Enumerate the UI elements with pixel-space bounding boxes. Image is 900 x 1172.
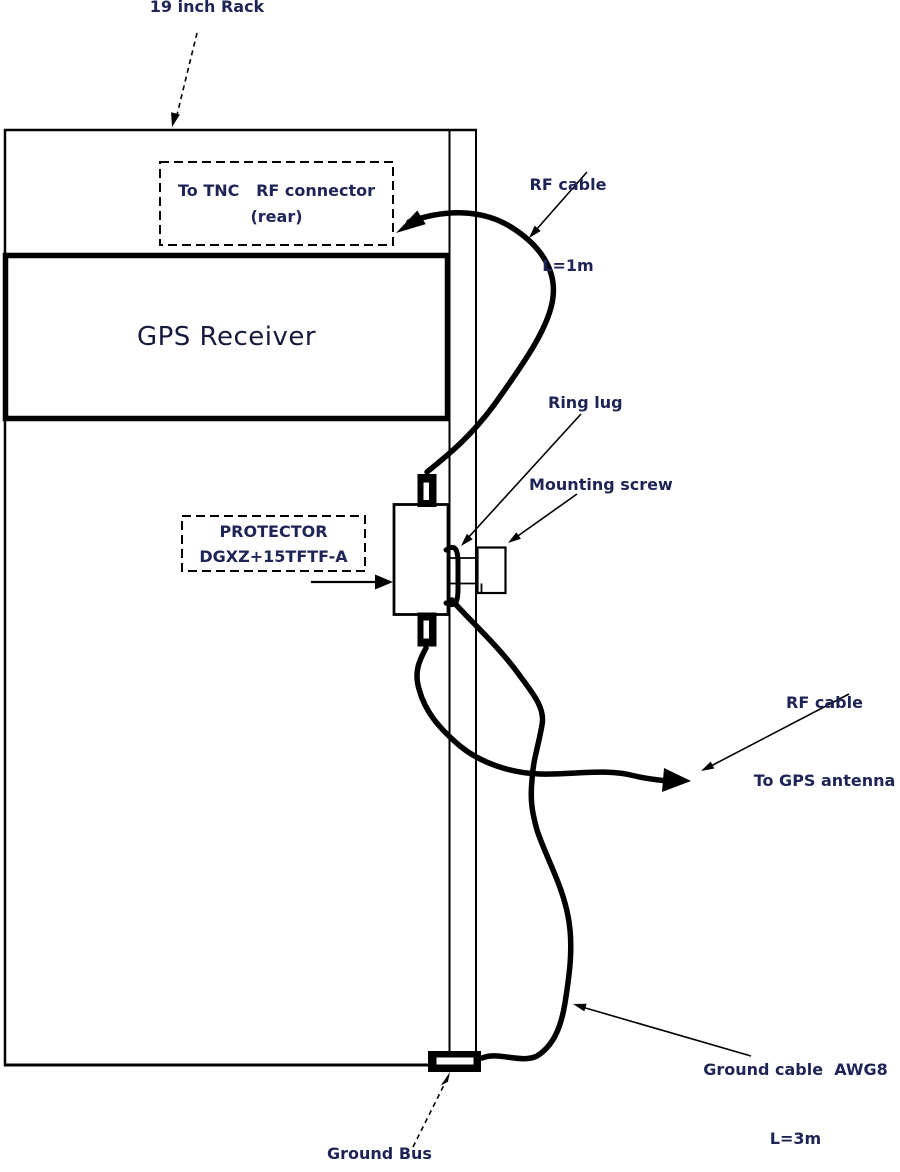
ground-cable-leader-line: [581, 1006, 752, 1057]
tnc-note-label: To TNC RF connector (rear): [160, 162, 393, 245]
rf-cable-2-leader-line: [708, 693, 850, 768]
rf-cable-1-label-line2: L=1m: [542, 256, 594, 275]
protector-note-line2: DGXZ+15TFTF-A: [199, 546, 348, 566]
ground-bus-leader-line: [412, 1078, 448, 1148]
gps-receiver-label: GPS Receiver: [136, 322, 317, 352]
protector-top-port-slot: [423, 482, 429, 500]
mounting-screw-leader-arrowhead: [508, 532, 521, 543]
ground-cable-leader-arrowhead: [573, 1003, 587, 1012]
rf-cable-2-label: RF cable To GPS antenna: [744, 638, 900, 846]
ground-cable-label-line2: L=3m: [769, 1129, 822, 1148]
rack-leader-arrowhead: [171, 112, 180, 127]
rack-leader-line: [175, 32, 198, 120]
rf-cable-1-leader-line: [535, 171, 588, 231]
tnc-note-line1: To TNC RF connector: [177, 180, 376, 200]
ground-bus-leader-arrowhead: [440, 1072, 450, 1086]
tnc-note-line2: (rear): [250, 206, 303, 226]
rf-cable-2: [414, 645, 671, 784]
leader-arrows: [171, 32, 850, 1148]
ground-bus-bar-slot: [436, 1057, 474, 1065]
rf-cable-2-leader-arrowhead: [701, 761, 715, 771]
ground-bus-label: Ground Bus: [327, 1144, 432, 1163]
protector-note-box: [181, 515, 366, 572]
rf-cable-2-label-line1: RF cable: [786, 693, 863, 712]
mounting-screw-label: Mounting screw: [529, 475, 673, 494]
rf-cable-1-arrowhead: [396, 210, 426, 233]
protector-body: [392, 503, 450, 616]
ground-cable: [449, 597, 574, 1062]
rack-label: 19 inch Rack: [149, 0, 265, 16]
protector-pointer-arrowhead: [375, 574, 393, 590]
gps-receiver-box: [2, 252, 451, 422]
protector-note-line1: PROTECTOR: [219, 521, 328, 541]
ring-lug-leader-line: [466, 413, 582, 540]
ground-cable-label-line1: Ground cable AWG8: [703, 1060, 888, 1079]
rf-cable-1-leader-arrowhead: [529, 225, 541, 238]
protector-bottom-port-slot: [423, 620, 429, 639]
protector-note-label: PROTECTOR DGXZ+15TFTF-A: [182, 516, 365, 571]
ground-cable-label: Ground cable AWG8 L=3m: [695, 1012, 896, 1172]
rf-cable-2-label-line2: To GPS antenna: [753, 771, 896, 790]
rf-cable-2-arrowhead: [662, 768, 691, 792]
ring-lug-leader-arrowhead: [461, 533, 473, 546]
rf-cable-1: [406, 210, 557, 475]
ring-lug-label: Ring lug: [548, 393, 623, 412]
mounting-screw-leader-line: [514, 493, 578, 539]
rf-cable-1-label-line1: RF cable: [529, 175, 607, 194]
tnc-note-box: [159, 161, 394, 246]
rf-cable-1-label: RF cable L=1m: [498, 117, 638, 333]
